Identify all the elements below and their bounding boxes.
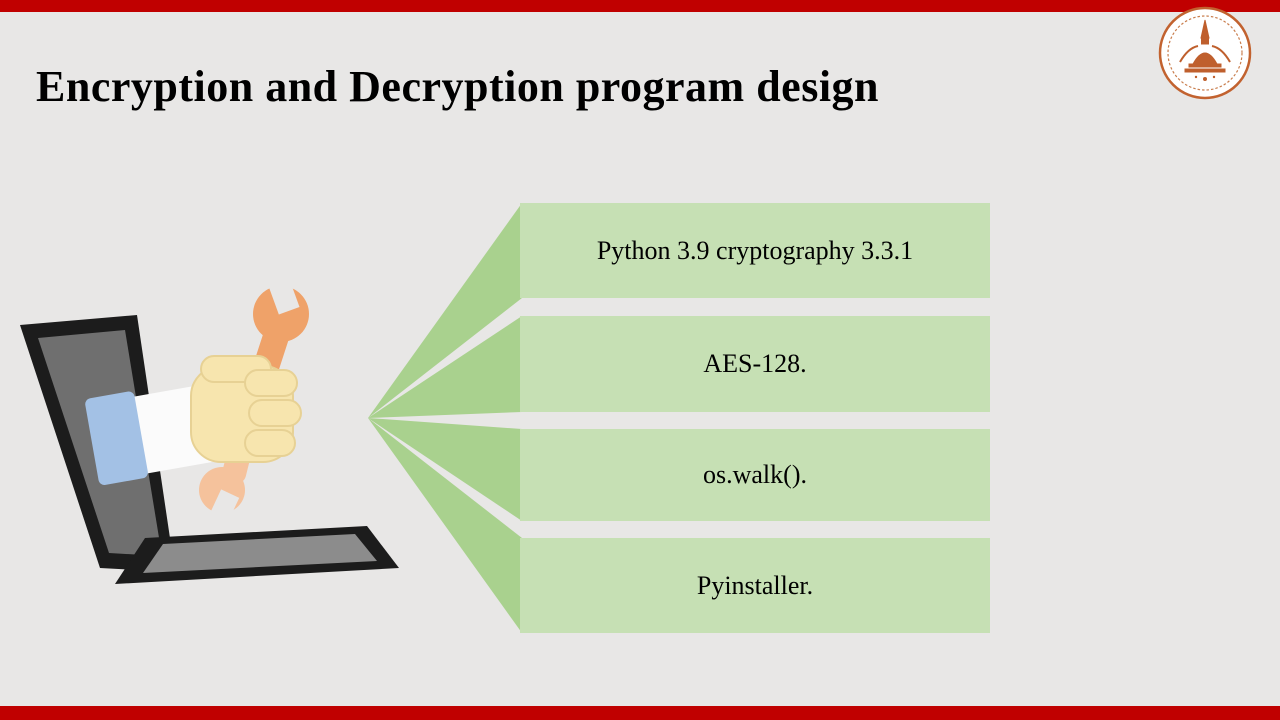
hand-fist [190, 355, 302, 463]
diagram-box-label: os.walk(). [703, 460, 807, 489]
diagram-box-aes: AES-128. [520, 316, 990, 412]
wrench-upper-notch [264, 270, 300, 315]
diagram-box-pyinstaller: Pyinstaller. [520, 538, 990, 633]
laptop-wrench-illustration-icon [20, 270, 399, 584]
diagram-box-label: Python 3.9 cryptography 3.3.1 [596, 235, 914, 265]
laptop-base [143, 534, 377, 573]
wrench-lower-notch [206, 489, 240, 529]
diagram-box-label: AES-128. [703, 349, 807, 378]
top-accent-bar [0, 0, 1280, 12]
diagram-box-python: Python 3.9 cryptography 3.3.1 [520, 203, 990, 298]
diagram-box-label: Pyinstaller. [696, 570, 814, 600]
bottom-accent-bar [0, 706, 1280, 720]
diagram-box-oswalk: os.walk(). [520, 429, 990, 521]
slide-title: Encryption and Decryption program design [36, 62, 880, 111]
institute-seal-icon [1158, 6, 1252, 100]
